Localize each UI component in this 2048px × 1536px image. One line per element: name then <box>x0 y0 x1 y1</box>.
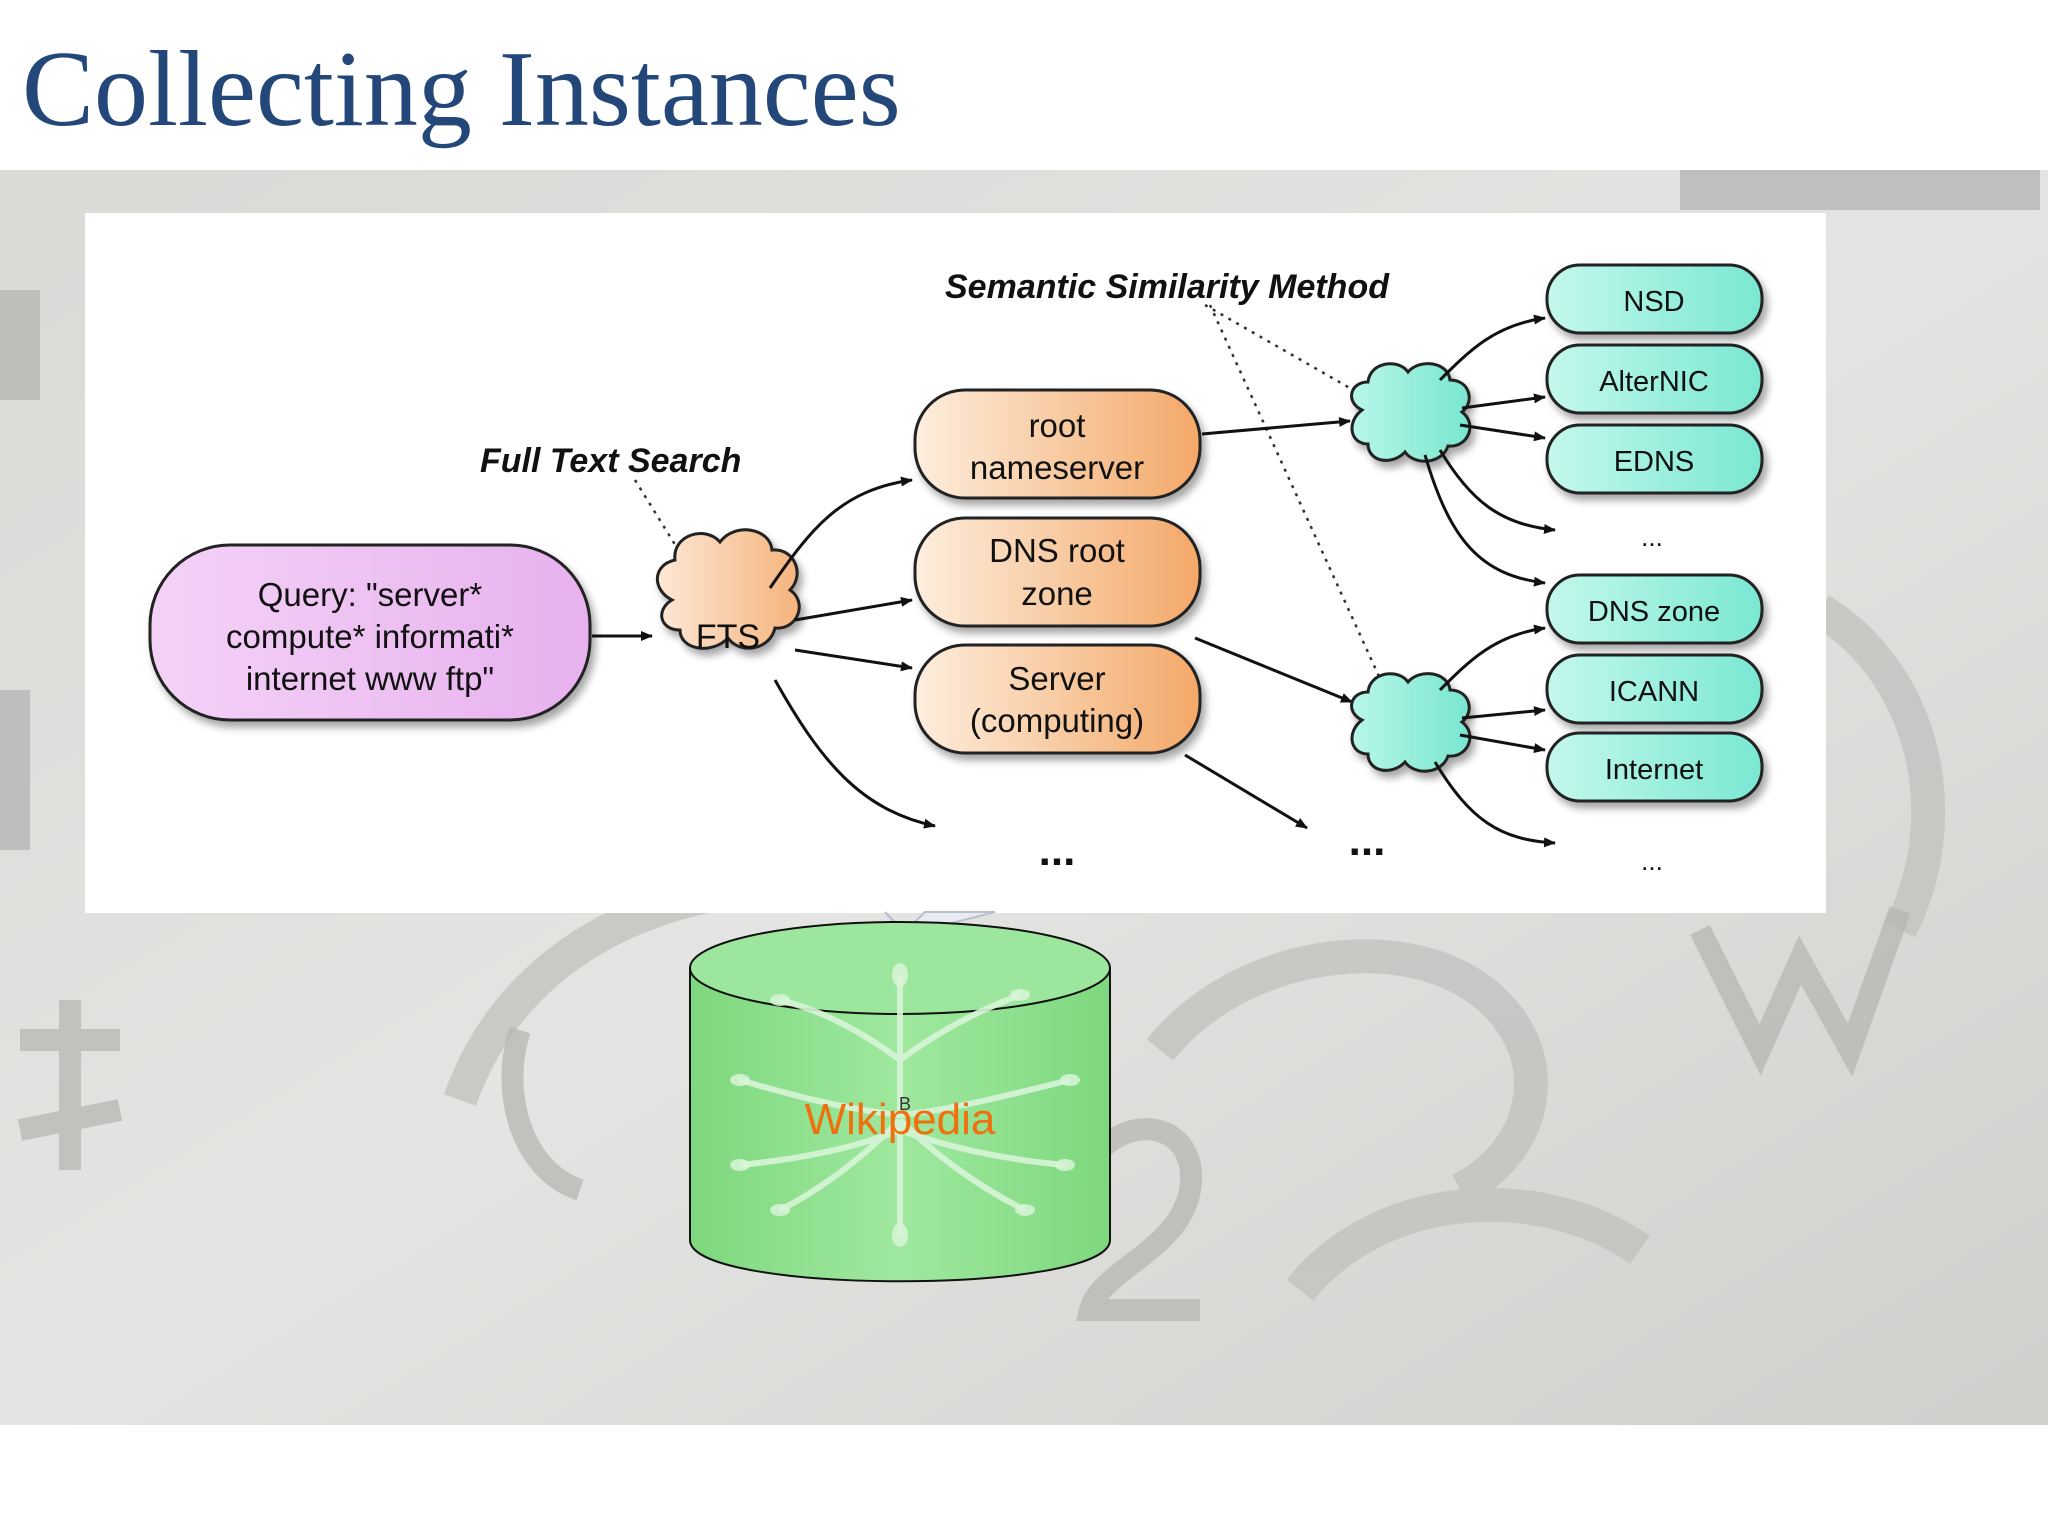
cloud-2-arrows <box>1433 624 1556 848</box>
annotation-semantic-similarity: Semantic Similarity Method <box>945 268 1390 306</box>
database-label: Wikipedia <box>805 1095 996 1144</box>
wikipedia-database <box>689 921 1111 1283</box>
semantic-cloud-1 <box>1350 362 1472 463</box>
article-root-nameserver <box>913 388 1202 500</box>
article-2-line-2: zone <box>1021 575 1093 612</box>
cloud-1-arrows <box>1423 314 1556 587</box>
fts-cloud <box>655 528 801 650</box>
article-3-line-1: Server <box>1008 660 1105 697</box>
fts-label: FTS <box>696 618 760 656</box>
result-edns: EDNS <box>1614 446 1695 478</box>
result-dns-zone: DNS zone <box>1588 596 1720 628</box>
semantic-cloud-2 <box>1350 672 1472 773</box>
article-3-line-2: (computing) <box>970 702 1144 739</box>
article-dns-root-zone <box>913 516 1202 628</box>
result-internet: Internet <box>1605 754 1703 786</box>
fts-arrows <box>768 476 936 829</box>
ellipsis-results-1: ... <box>1641 522 1663 552</box>
ellipsis-clouds: ... <box>1349 816 1386 865</box>
article-arrows <box>1184 416 1353 830</box>
annotation-pointers <box>633 303 1394 706</box>
result-icann: ICANN <box>1609 676 1699 708</box>
result-nodes-group-2 <box>1545 573 1764 803</box>
query-line-1: Query: "server* <box>258 576 483 613</box>
article-server-computing <box>913 643 1202 755</box>
query-line-3: internet www ftp" <box>246 660 494 697</box>
article-2-line-1: DNS root <box>989 532 1125 569</box>
database-small-label: B <box>899 1094 911 1114</box>
annotation-full-text-search: Full Text Search <box>480 442 741 480</box>
ellipsis-articles: ... <box>1039 826 1076 875</box>
query-line-2: compute* informati* <box>226 618 514 655</box>
slide-title: Collecting Instances <box>22 30 901 149</box>
result-nsd: NSD <box>1623 286 1684 318</box>
query-node <box>148 543 592 722</box>
article-1-line-1: root <box>1029 407 1086 444</box>
ellipsis-results-2: ... <box>1641 846 1663 876</box>
result-alternic: AlterNIC <box>1599 366 1709 398</box>
result-nodes-group-1 <box>1545 263 1764 495</box>
article-1-line-2: nameserver <box>970 449 1144 486</box>
